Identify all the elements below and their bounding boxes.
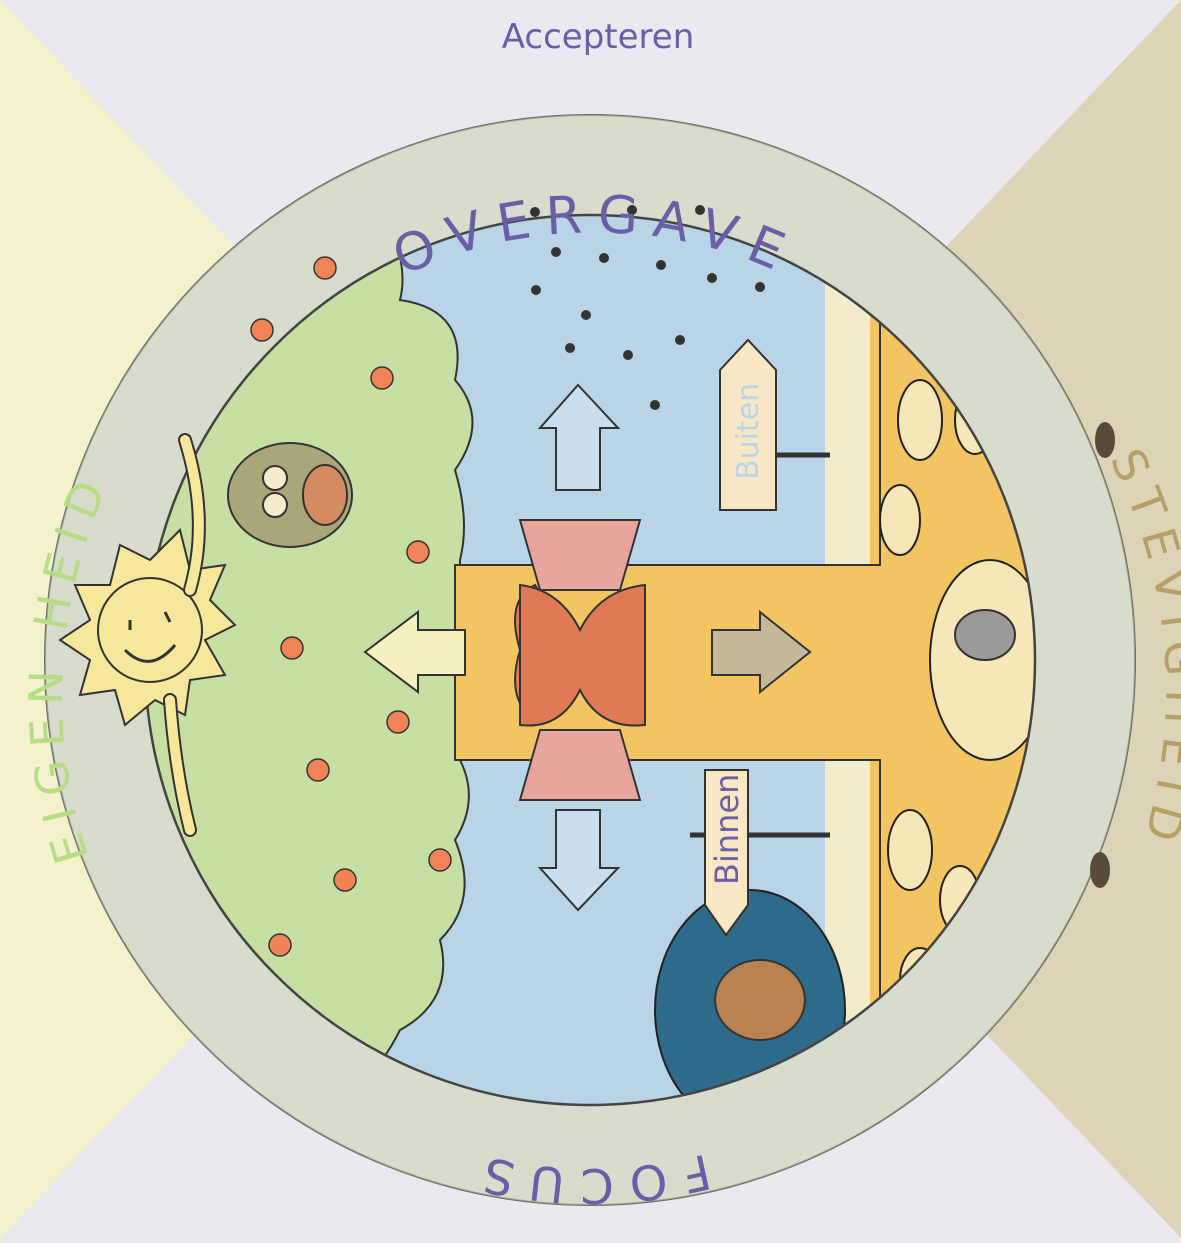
bear-icon <box>715 960 805 1040</box>
top-label: Accepteren <box>502 17 695 57</box>
owl-icon <box>228 443 352 547</box>
sign-label-upper: Buiten <box>731 383 766 480</box>
sign-label-lower: Binnen <box>708 774 746 885</box>
heart-with-wings-icon <box>515 520 645 800</box>
mole-icon <box>955 610 1015 660</box>
